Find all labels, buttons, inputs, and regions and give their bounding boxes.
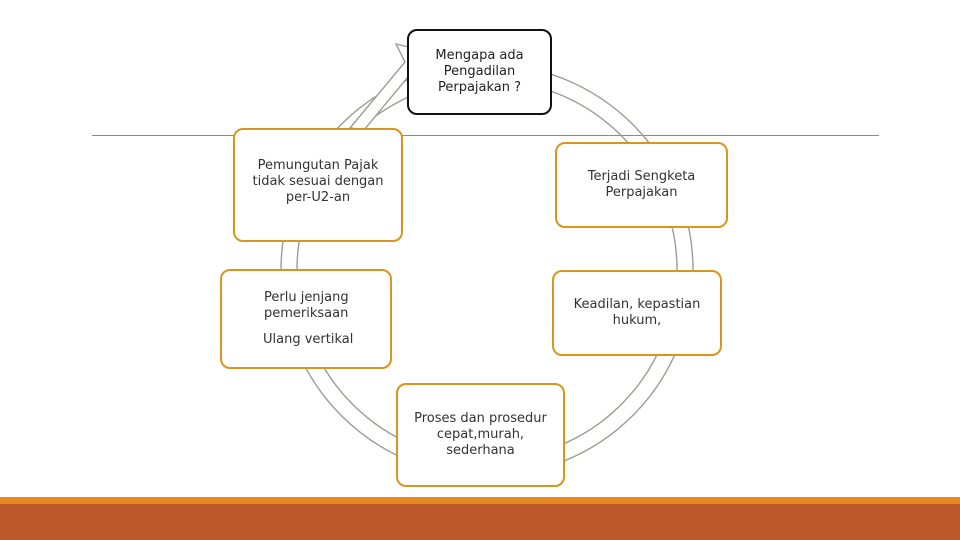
step-sengketa: Terjadi Sengketa Perpajakan	[555, 142, 728, 228]
footer-accent-band	[0, 497, 960, 504]
step-keadilan: Keadilan, kepastian hukum,	[552, 270, 722, 356]
question-box: Mengapa ada Pengadilan Perpajakan ?	[407, 29, 552, 115]
step-proses: Proses dan prosedur cepat,murah, sederha…	[396, 383, 565, 487]
step-keadilan-text: Keadilan, kepastian hukum,	[573, 297, 701, 328]
step-proses-text: Proses dan prosedur cepat,murah, sederha…	[414, 411, 547, 458]
step-pemungutan: Pemungutan Pajak tidak sesuai dengan per…	[233, 128, 403, 242]
horizontal-rule	[92, 135, 879, 136]
step-jenjang-extra: Ulang vertikal	[263, 332, 354, 347]
step-pemungutan-text: Pemungutan Pajak tidak sesuai dengan per…	[252, 158, 384, 205]
step-sengketa-text: Terjadi Sengketa Perpajakan	[587, 169, 696, 200]
footer-bar	[0, 504, 960, 540]
step-jenjang: Perlu jenjang pemeriksaan Ulang vertikal	[220, 269, 392, 369]
question-text: Mengapa ada Pengadilan Perpajakan ?	[435, 48, 524, 95]
step-jenjang-text: Perlu jenjang pemeriksaan	[264, 290, 349, 321]
